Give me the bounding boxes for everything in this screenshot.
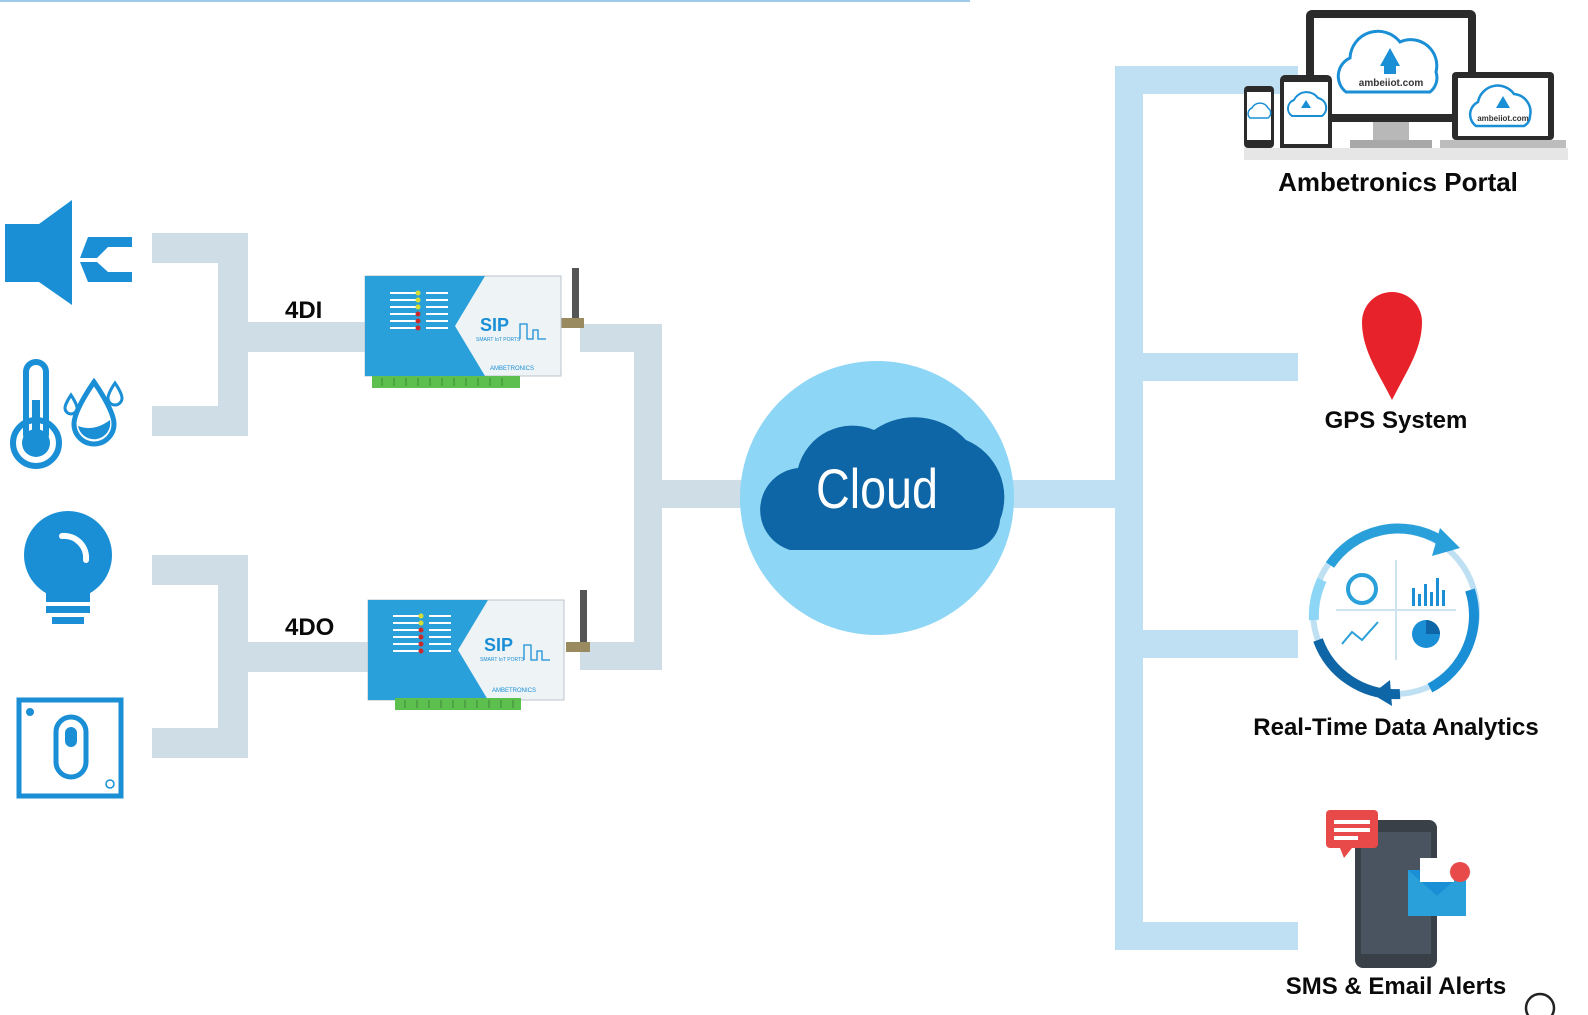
output-label-gps: GPS System [1325, 407, 1468, 434]
siren-icon [5, 200, 132, 305]
output-label: 4DO [285, 614, 334, 641]
device-subtext-2: SMART IoT PORTS [480, 657, 525, 663]
temperature-humidity-icon [10, 359, 124, 469]
output-label-analytics: Real-Time Data Analytics [1253, 714, 1538, 741]
portal-domain: ambeiiot.com [1359, 78, 1424, 89]
device-brand-2: AMBETRONICS [492, 688, 536, 694]
output-label-portal: Ambetronics Portal [1278, 167, 1518, 197]
devices-icon: ambeiiot.com ambeiiot.com [1244, 10, 1568, 160]
cloud-shape [760, 417, 1005, 551]
device-badge: SIP [480, 315, 509, 335]
output-label-alerts: SMS & Email Alerts [1286, 973, 1507, 1000]
input-label: 4DI [285, 297, 322, 324]
analytics-cycle-icon [1308, 523, 1480, 706]
corner-circle-icon [1524, 992, 1556, 1015]
cloud-hub: Cloud [740, 361, 1014, 635]
device-badge-2: SIP [484, 635, 513, 655]
sip-device-top: SIP SMART IoT PORTS AMBETRONICS [364, 268, 584, 388]
map-pin-icon [1362, 292, 1422, 400]
device-brand: AMBETRONICS [490, 366, 534, 372]
right-connectors [1010, 66, 1298, 950]
phone-alert-icon [1326, 810, 1470, 968]
door-switch-icon [16, 697, 124, 799]
cloud-label: Cloud [816, 457, 938, 520]
light-bulb-icon [24, 511, 112, 624]
sip-device-bottom: SIP SMART IoT PORTS AMBETRONICS [367, 590, 590, 710]
device-cloud-connector [580, 324, 744, 670]
portal-domain-laptop: ambeiiot.com [1477, 114, 1529, 123]
device-subtext: SMART IoT PORTS [476, 337, 521, 343]
top-accent-line [0, 0, 970, 2]
left-connectors [152, 233, 368, 758]
